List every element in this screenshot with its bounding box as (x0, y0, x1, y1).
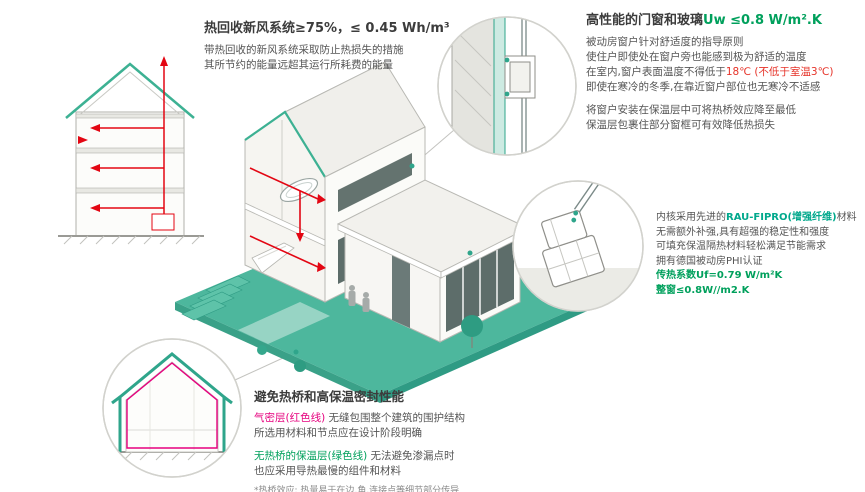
insulation-edge-line (244, 110, 326, 178)
ventilation-body-line: 其所节约的能量远超其运行所耗费的能量 (204, 59, 393, 71)
insulation-layer (493, 17, 506, 155)
thermal-footnote: *热桥效应: 热量易于在边,角,连接点等细节部分传导 (254, 486, 460, 492)
window-body-line: 将窗户安装在保温层中可将热桥效应降至最低 (586, 104, 796, 116)
thermal-insulation-line: 无热桥的保温层(绿色线) 无法避免渗漏点时 (254, 449, 564, 464)
profile-material-line: 内核采用先进的RAU-FIPRO(增强纤维)材料 (656, 211, 862, 226)
entry-door (392, 252, 410, 328)
window-title: 高性能的门窗和玻璃Uw ≤0.8 W/m².K (586, 12, 862, 29)
airtight-layer-label: 气密层(红色线) (254, 412, 326, 424)
paragraph-gap (586, 95, 862, 103)
profile-body-line: 无需额外补强,具有超强的稳定性和强度 (656, 226, 830, 238)
thermal-section-circle (102, 338, 242, 478)
profile-callout: 内核采用先进的RAU-FIPRO(增强纤维)材料 无需额外补强,具有超强的稳定性… (656, 211, 862, 298)
airtight-layer-text: 无缝包围整个建筑的围护结构 (325, 412, 466, 424)
profile-material-name: RAU-FIPRO(增强纤维) (726, 212, 837, 223)
window-body: 被动房窗户针对舒适度的指导原则 使住户即使处在窗户旁也能感到极为舒适的温度 在室… (586, 35, 862, 133)
profile-material-prefix: 内核采用先进的 (656, 212, 726, 223)
heat-recovery-unit (151, 213, 175, 231)
paragraph-gap (254, 441, 564, 449)
airflow-arrows (78, 56, 168, 212)
thermal-title: 避免热桥和高保温密封性能 (254, 389, 405, 404)
airtight-red-line (126, 362, 218, 449)
window-body-line: 在室内,窗户表面温度不得低于18℃ (不低于室温3℃) (586, 65, 862, 80)
upper-window (338, 153, 412, 212)
window-body-line: 被动房窗户针对舒适度的指导原则 (586, 36, 744, 48)
profile-uw-value: 整窗≤0.8W//m2.K (656, 284, 750, 296)
ventilation-body: 带热回收的新风系统采取防止热损失的措施 其所节约的能量远超其运行所耗费的能量 (204, 43, 474, 73)
ventilation-callout: 热回收新风系统≥75%，≤ 0.45 Wh/m³ 带热回收的新风系统采取防止热损… (204, 20, 474, 73)
profile-uf-value: 传热系数Uf=0.79 W/m²K (656, 270, 783, 281)
window-title-dark: 高性能的门窗和玻璃 (586, 13, 704, 28)
thermal-body-line: 所选用材料和节点应在设计阶段明确 (254, 427, 422, 439)
ventilation-section-illustration (58, 56, 204, 245)
thermal-airtight-line: 气密层(红色线) 无缝包围整个建筑的围护结构 (254, 411, 564, 426)
window-body-line: 保温层包裹住部分窗框可有效降低热损失 (586, 119, 775, 131)
window-temp-text: 在室内,窗户表面温度不得低于 (586, 66, 726, 78)
insulation-layer-label: 无热桥的保温层(绿色线) (254, 450, 368, 462)
thermal-callout: 避免热桥和高保温密封性能 气密层(红色线) 无缝包围整个建筑的围护结构 所选用材… (254, 388, 564, 492)
profile-material-suffix: 材料 (836, 212, 857, 223)
window-callout: 高性能的门窗和玻璃Uw ≤0.8 W/m².K 被动房窗户针对舒适度的指导原则 … (586, 12, 862, 133)
garden-steps (181, 275, 251, 321)
insulation-layer-text: 无法避免渗漏点时 (367, 450, 455, 462)
window-temp-value: 18℃ (不低于室温3℃) (725, 66, 834, 78)
ventilation-duct-lines (98, 64, 165, 228)
ventilation-title: 热回收新风系统≥75%，≤ 0.45 Wh/m³ (204, 21, 450, 36)
thermal-body-line: 也应采用导热最慢的组件和材料 (254, 465, 401, 477)
roof-insulation-line (65, 62, 195, 119)
thermal-body: 气密层(红色线) 无缝包围整个建筑的围护结构 所选用材料和节点应在设计阶段明确 … (254, 411, 564, 492)
window-body-line: 使住户即使处在窗户旁也能感到极为舒适的温度 (586, 51, 807, 63)
profile-body-line: 可填充保温隔热材料轻松满足节能需求 (656, 241, 826, 252)
profile-body: 内核采用先进的RAU-FIPRO(增强纤维)材料 无需额外补强,具有超强的稳定性… (656, 211, 862, 298)
profile-body-line: 拥有德国被动房PHI认证 (656, 255, 763, 267)
glass-pane (573, 181, 600, 210)
ventilation-body-line: 带热回收的新风系统采取防止热损失的措施 (204, 44, 404, 56)
heat-duct-lines (249, 167, 319, 268)
window-body-line: 即使在寒冷的冬季,在靠近窗户部位也无寒冷不适感 (586, 81, 821, 93)
house-right-wing (336, 179, 530, 343)
window-detail-circle (437, 16, 577, 156)
insulation-green-line (111, 352, 233, 452)
connector-dots (293, 163, 473, 355)
person-figures (348, 285, 370, 312)
duct-arrows (296, 194, 326, 272)
window-title-uvalue: Uw ≤0.8 W/m².K (703, 13, 822, 28)
